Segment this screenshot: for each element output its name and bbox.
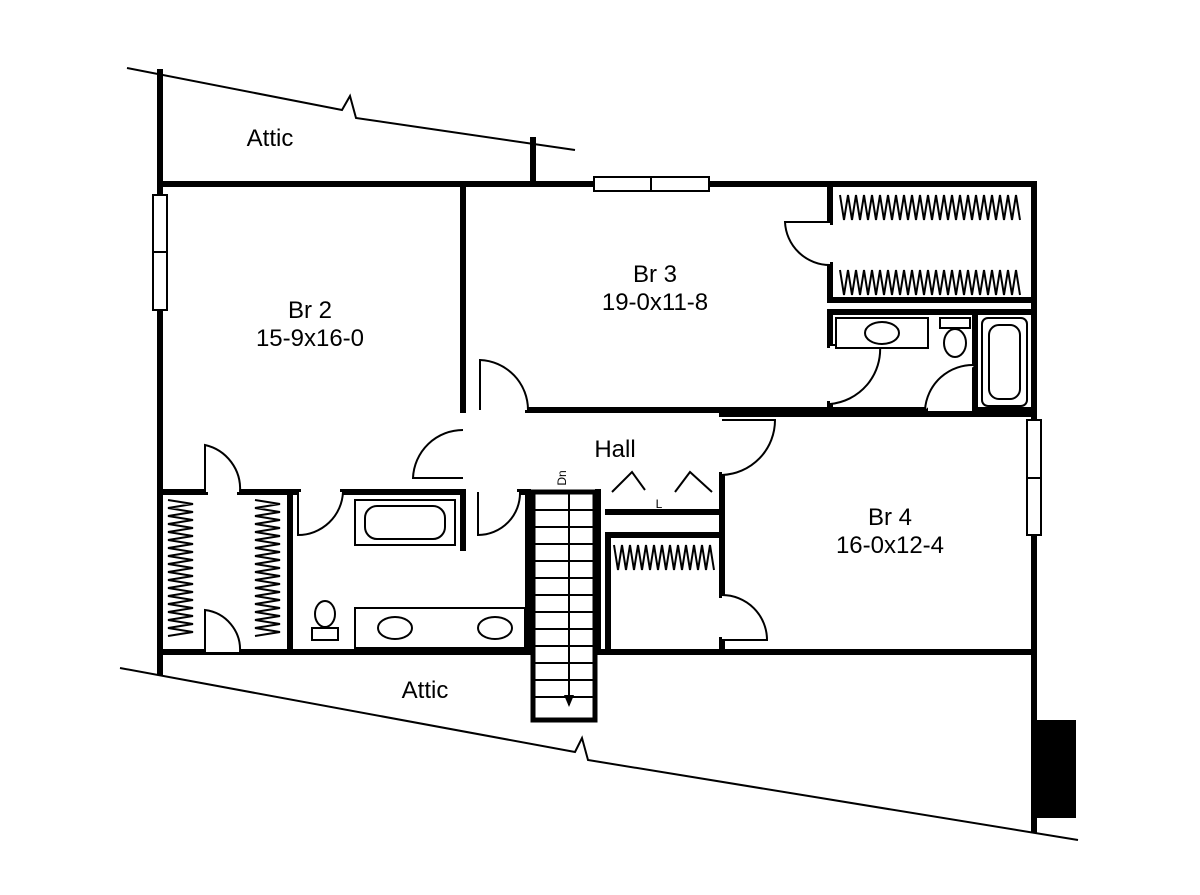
chimney <box>1036 720 1076 818</box>
room-label-br2: Br 2 <box>288 297 332 324</box>
door-linen-right <box>674 470 713 493</box>
door-br2 <box>411 428 464 479</box>
closet-br3 <box>836 188 1028 296</box>
roof-line-bottom <box>119 667 1079 841</box>
room-label-hall: Hall <box>594 436 635 463</box>
door-br3-closet <box>783 221 831 267</box>
toilet-br3 <box>943 328 967 358</box>
toilet-tank-br3 <box>939 317 971 329</box>
door-closet-br2 <box>204 443 242 493</box>
door-br3 <box>479 358 530 411</box>
closet-br2 <box>167 499 281 637</box>
room-dims-br3: 19-0x11-8 <box>602 289 708 316</box>
door-br4 <box>721 419 777 476</box>
door-bath-hall <box>924 363 976 411</box>
room-label-attic-bottom: Attic <box>402 677 449 704</box>
closet-hall <box>613 544 715 571</box>
door-closet-br2-lower <box>204 608 242 653</box>
room-dims-br4: 16-0x12-4 <box>836 532 944 559</box>
door-bath-br2 <box>297 491 344 537</box>
stairs <box>530 489 598 723</box>
door-linen-left <box>611 470 646 493</box>
door-bath-br3 <box>829 344 882 405</box>
door-bath-main <box>477 491 522 537</box>
room-label-br4: Br 4 <box>868 504 912 531</box>
room-label-attic-top: Attic <box>247 125 294 152</box>
room-label-br3: Br 3 <box>633 261 677 288</box>
door-closet-br4 <box>721 594 769 641</box>
toilet-br2 <box>314 600 336 628</box>
linen-closet-label: L <box>656 497 663 511</box>
room-dims-br2: 15-9x16-0 <box>256 325 364 352</box>
stairs-label: Dn <box>555 470 569 485</box>
roof-line-top <box>126 67 576 151</box>
